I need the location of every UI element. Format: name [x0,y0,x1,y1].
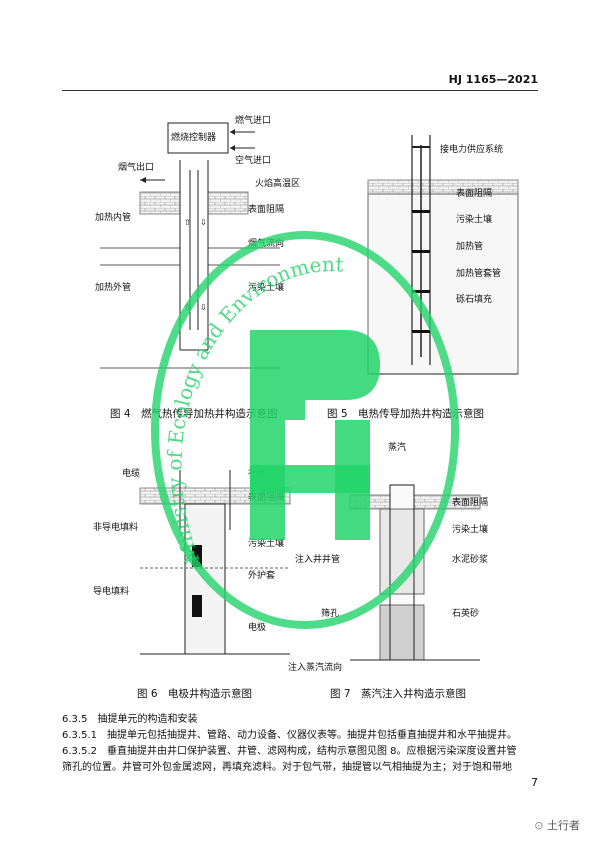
footer-brand-text: 土行者 [547,819,580,832]
fig6-label-soil: 污染土壤 [248,539,285,549]
page-number: 7 [531,776,538,789]
figure-7-caption: 图 7 蒸汽注入井构造示意图 [330,688,467,700]
fig7-label-inject-pipe: 注入井井管 [295,555,341,565]
fig6-label-surface: 表面阻隔 [248,493,285,503]
fig7-label-flow: 注入蒸汽流向 [288,663,343,673]
fig4-label-flue-out: 烟气出口 [118,163,155,173]
fig7-label-surface: 表面阻隔 [452,498,489,508]
fig4-label-flame: 火焰高温区 [255,179,301,189]
svg-text:⇩: ⇩ [200,303,207,312]
fig4-label-flow: 烟气流向 [248,239,285,249]
figure-5-drawing [367,135,519,375]
fig6-label-jacket: 外护套 [248,571,276,581]
figure-4-caption: 图 4 燃气热传导加热井构造示意图 [110,408,278,420]
paragraph-line-1: 6.3.5.1 抽提单元包括抽提井、管路、动力设备、仪器仪表等。抽提井包括垂直抽… [62,730,517,741]
paragraph-line-3: 筛孔的位置。井管可外包金属滤网，再填充滤料。对于包气带，抽提管以气相抽提为主；对… [62,762,512,773]
fig7-label-steam: 蒸汽 [388,443,407,453]
fig7-label-sand: 石英砂 [452,609,480,619]
fig4-label-gas-in: 燃气进口 [235,116,272,126]
standard-code: HJ 1165—2021 [448,73,538,86]
figure-5-caption: 图 5 电热传导加热井构造示意图 [327,408,485,420]
fig6-label-conductive: 导电填料 [93,587,130,597]
svg-text:⇩: ⇩ [200,218,207,227]
wechat-icon: ⊙ [534,819,544,832]
fig4-label-surface: 表面阻隔 [248,205,285,215]
fig4-label-outer-pipe: 加热外管 [95,283,132,293]
fig4-label-air-in: 空气进口 [235,156,272,166]
fig4-label-soil: 污染土壤 [248,283,285,293]
fig6-label-nonconductive: 非导电填料 [93,523,139,533]
fig6-label-water: 补水 [248,469,267,479]
fig7-label-grout: 水泥砂浆 [452,555,489,565]
svg-text:⇧: ⇧ [184,303,191,312]
fig4-label-inner-pipe: 加热内管 [95,213,132,223]
fig5-label-soil: 污染土壤 [456,215,493,225]
figure-6-caption: 图 6 电极井构造示意图 [137,688,253,700]
footer-brand: ⊙ 土行者 [534,817,580,833]
svg-text:⇧: ⇧ [184,218,191,227]
fig5-label-sleeve: 加热管套管 [456,269,502,279]
fig7-label-soil: 污染土壤 [452,525,489,535]
fig4-label-controller: 燃烧控制器 [171,133,217,143]
paragraph-line-2: 6.3.5.2 垂直抽提井由井口保护装置、井管、滤网构成，结构示意图见图 8。应… [62,746,517,757]
fig5-label-gravel: 砾石填充 [456,295,493,305]
fig5-label-heater: 加热管 [456,242,484,252]
fig5-label-power: 接电力供应系统 [440,145,504,155]
fig6-label-electrode: 电极 [248,623,267,633]
fig7-label-screen: 筛孔 [321,609,340,619]
fig5-label-surface: 表面阻隔 [456,189,493,199]
header-rule [62,90,538,91]
fig6-label-cable: 电缆 [122,469,141,479]
section-heading: 6.3.5 抽提单元的构造和安装 [62,714,198,725]
